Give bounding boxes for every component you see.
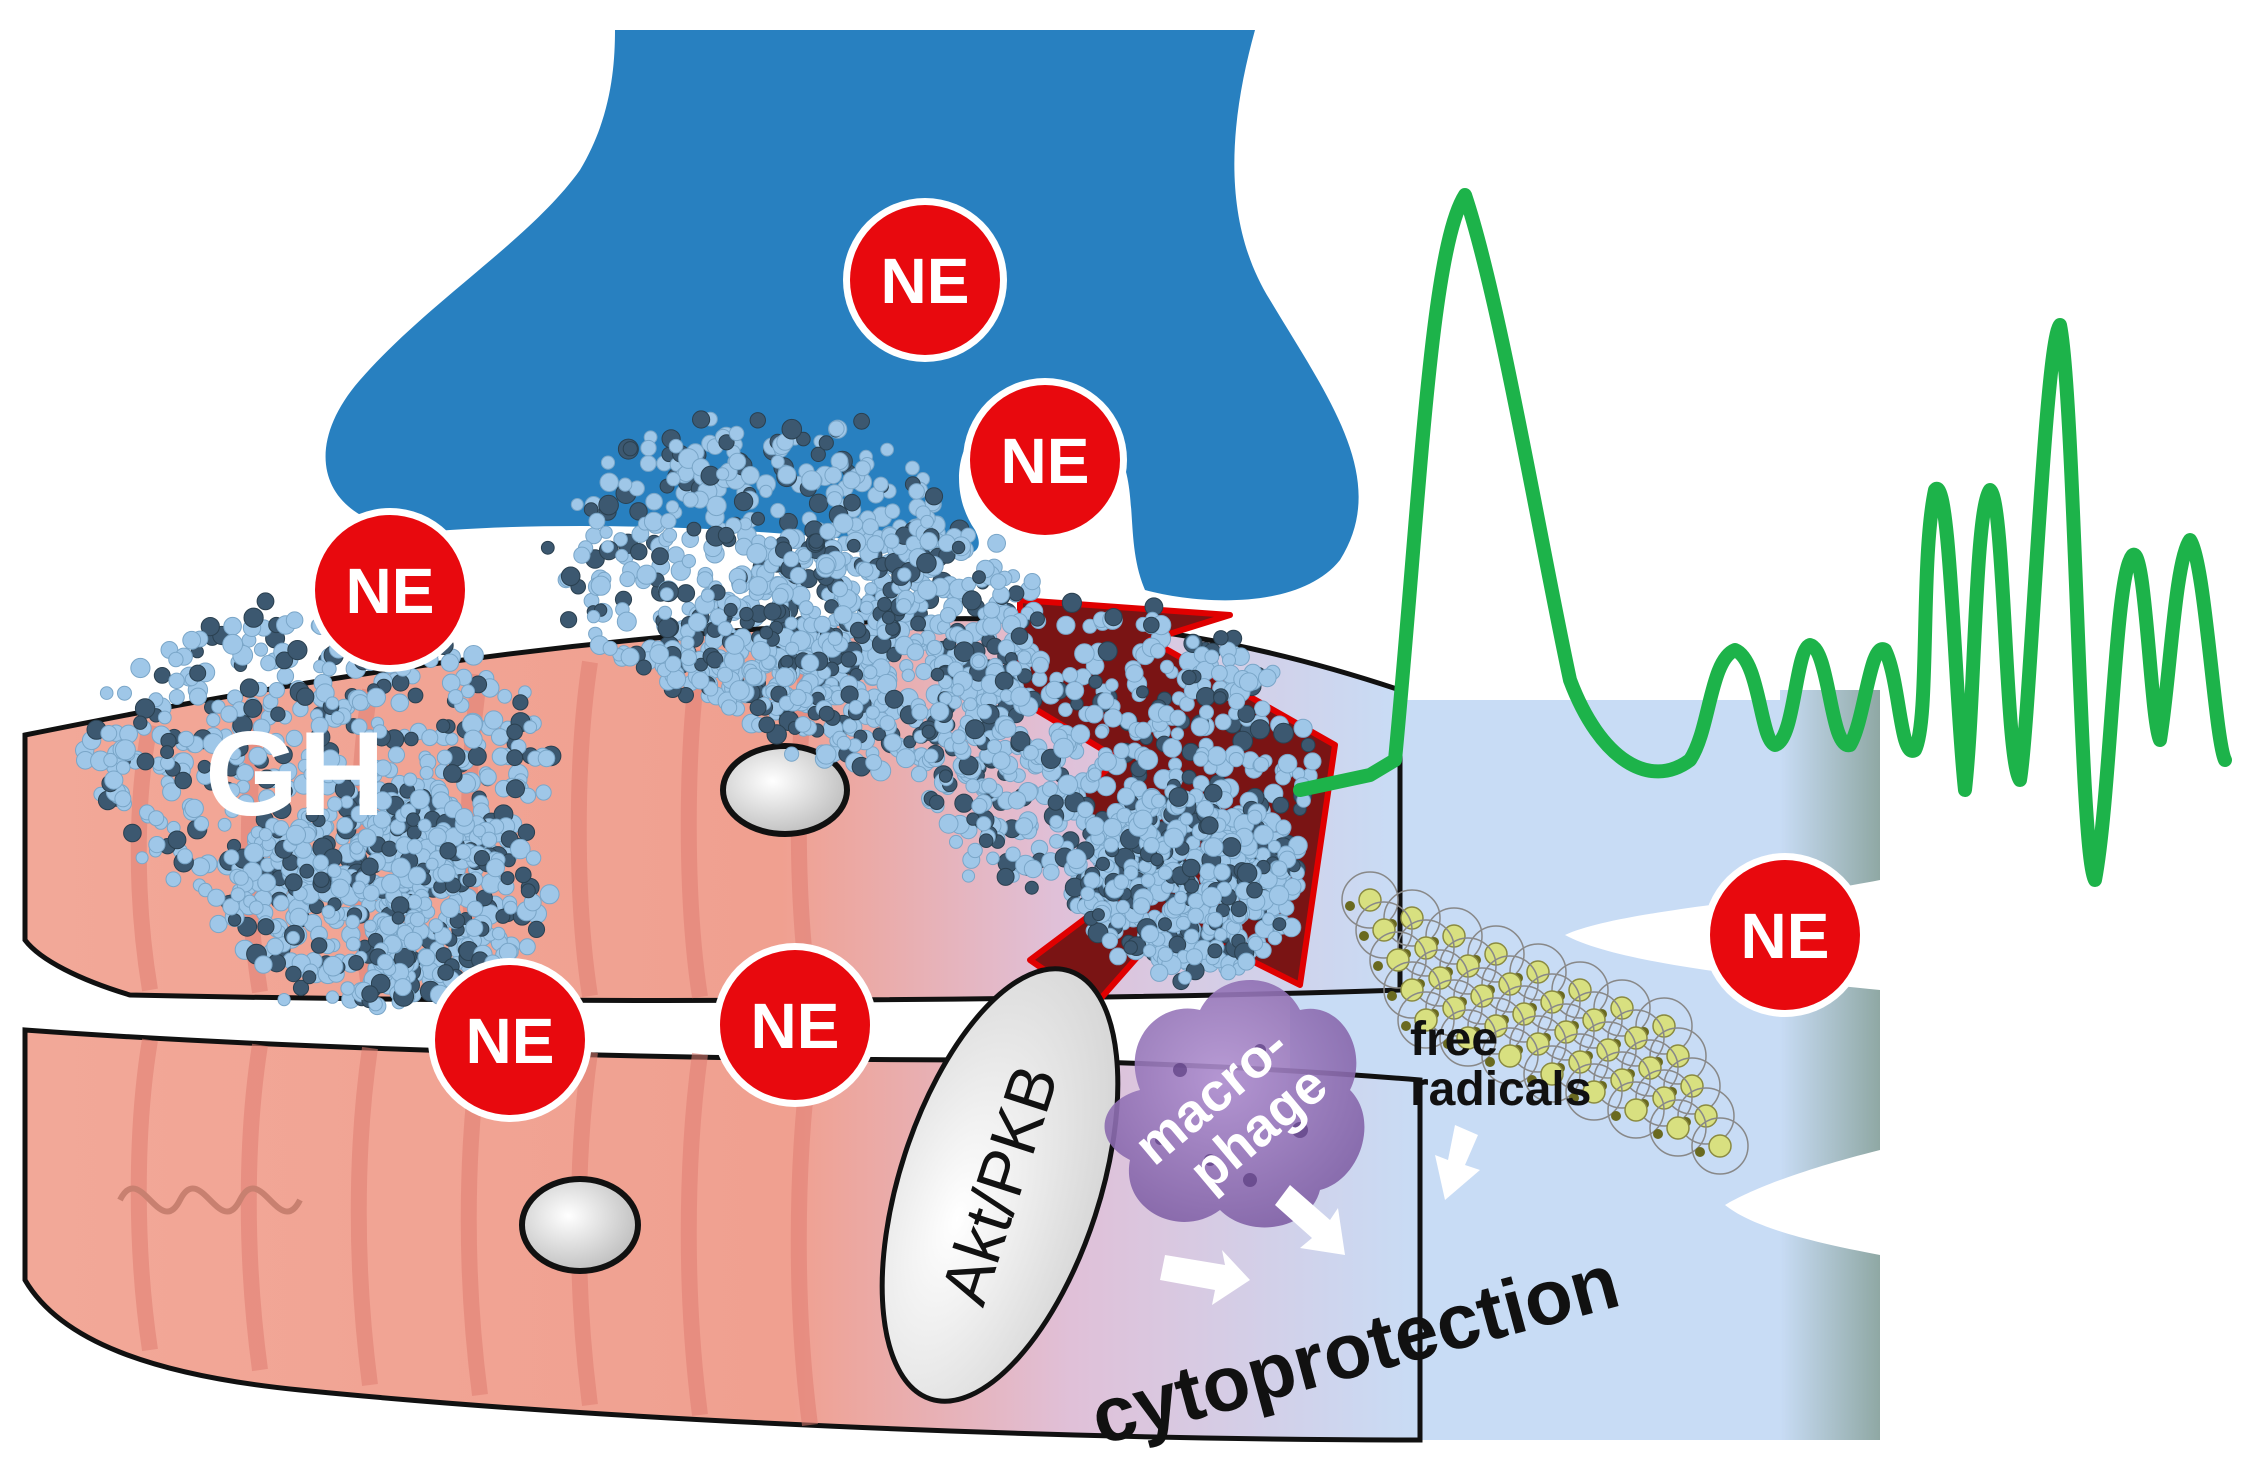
arrow-down-right [1435,1125,1480,1200]
gh-protein-icon [75,410,1322,1016]
ne-badge-cleft-left: NE [428,958,592,1122]
ecg-trace [1293,188,2232,887]
arrow-down-left [1160,1250,1250,1305]
ne-label: NE [1741,900,1830,972]
ne-badge-terminal-top: NE [843,198,1007,362]
macrophage-icon: macro- phage [1104,980,1365,1228]
ne-label: NE [881,245,970,317]
ne-label: NE [751,990,840,1062]
ne-badges: NE NE NE NE NE NE [308,198,1867,1122]
ne-label: NE [346,555,435,627]
ne-badge-vesicle: NE [963,378,1127,542]
ne-label: NE [1001,425,1090,497]
ne-badge-cleft-right: NE [713,943,877,1107]
free-radicals-label-line2: radicals [1410,1063,1591,1116]
nerve-terminal [325,30,1359,601]
nucleus-lower [519,1176,641,1274]
akt-pkb: Akt/PKB [879,966,1121,1404]
free-radicals-label-line1: free [1410,1013,1498,1066]
free-radical-lattice-icon [1341,871,1749,1175]
nucleus-upper [720,743,850,837]
ne-badge-left: NE [308,508,472,672]
ne-label: NE [466,1005,555,1077]
white-arrows [1160,1125,1480,1305]
ne-badge-cardiac: NE [1703,853,1867,1017]
sarcomere-wave [117,1185,303,1215]
gh-label: GH [205,707,385,841]
arrow-down-mid [1275,1185,1345,1255]
intercellular-cleft-lower [1725,1150,1880,1255]
